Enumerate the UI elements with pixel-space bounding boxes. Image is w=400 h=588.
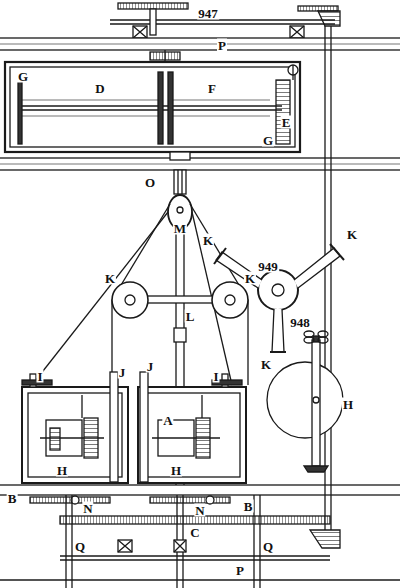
part-letter: M (173, 222, 187, 235)
part-letter: E (281, 116, 292, 129)
part-letter: K (244, 272, 256, 285)
part-letter: A (162, 414, 173, 427)
part-letter: I (212, 370, 219, 383)
part-letter: L (185, 310, 196, 323)
part-letter: C (189, 526, 200, 539)
part-letter: O (144, 176, 156, 189)
part-letter: H (56, 464, 68, 477)
part-letter: 949 (257, 260, 279, 273)
part-letter: K (202, 234, 214, 247)
part-letter: Q (74, 540, 86, 553)
part-letter: N (194, 504, 205, 517)
part-letter: K (260, 358, 272, 371)
part-letter: P (235, 564, 245, 577)
part-letter: J (118, 366, 127, 379)
part-letter: B (7, 492, 18, 505)
part-letter: F (207, 82, 217, 95)
part-letter: N (82, 502, 93, 515)
part-letter: D (94, 82, 105, 95)
part-letter: 948 (289, 316, 311, 329)
part-letter: 947 (197, 7, 219, 20)
part-letter: J (146, 360, 155, 373)
part-letter: Q (262, 540, 274, 553)
part-letter: G (17, 70, 29, 83)
part-letter: P (217, 39, 227, 52)
part-letter: I (36, 370, 43, 383)
part-letter: K (104, 272, 116, 285)
part-letter: G (262, 134, 274, 147)
part-letter: H (170, 464, 182, 477)
part-letter: H (342, 398, 354, 411)
part-letter: K (346, 228, 358, 241)
part-letter: B (243, 500, 254, 513)
